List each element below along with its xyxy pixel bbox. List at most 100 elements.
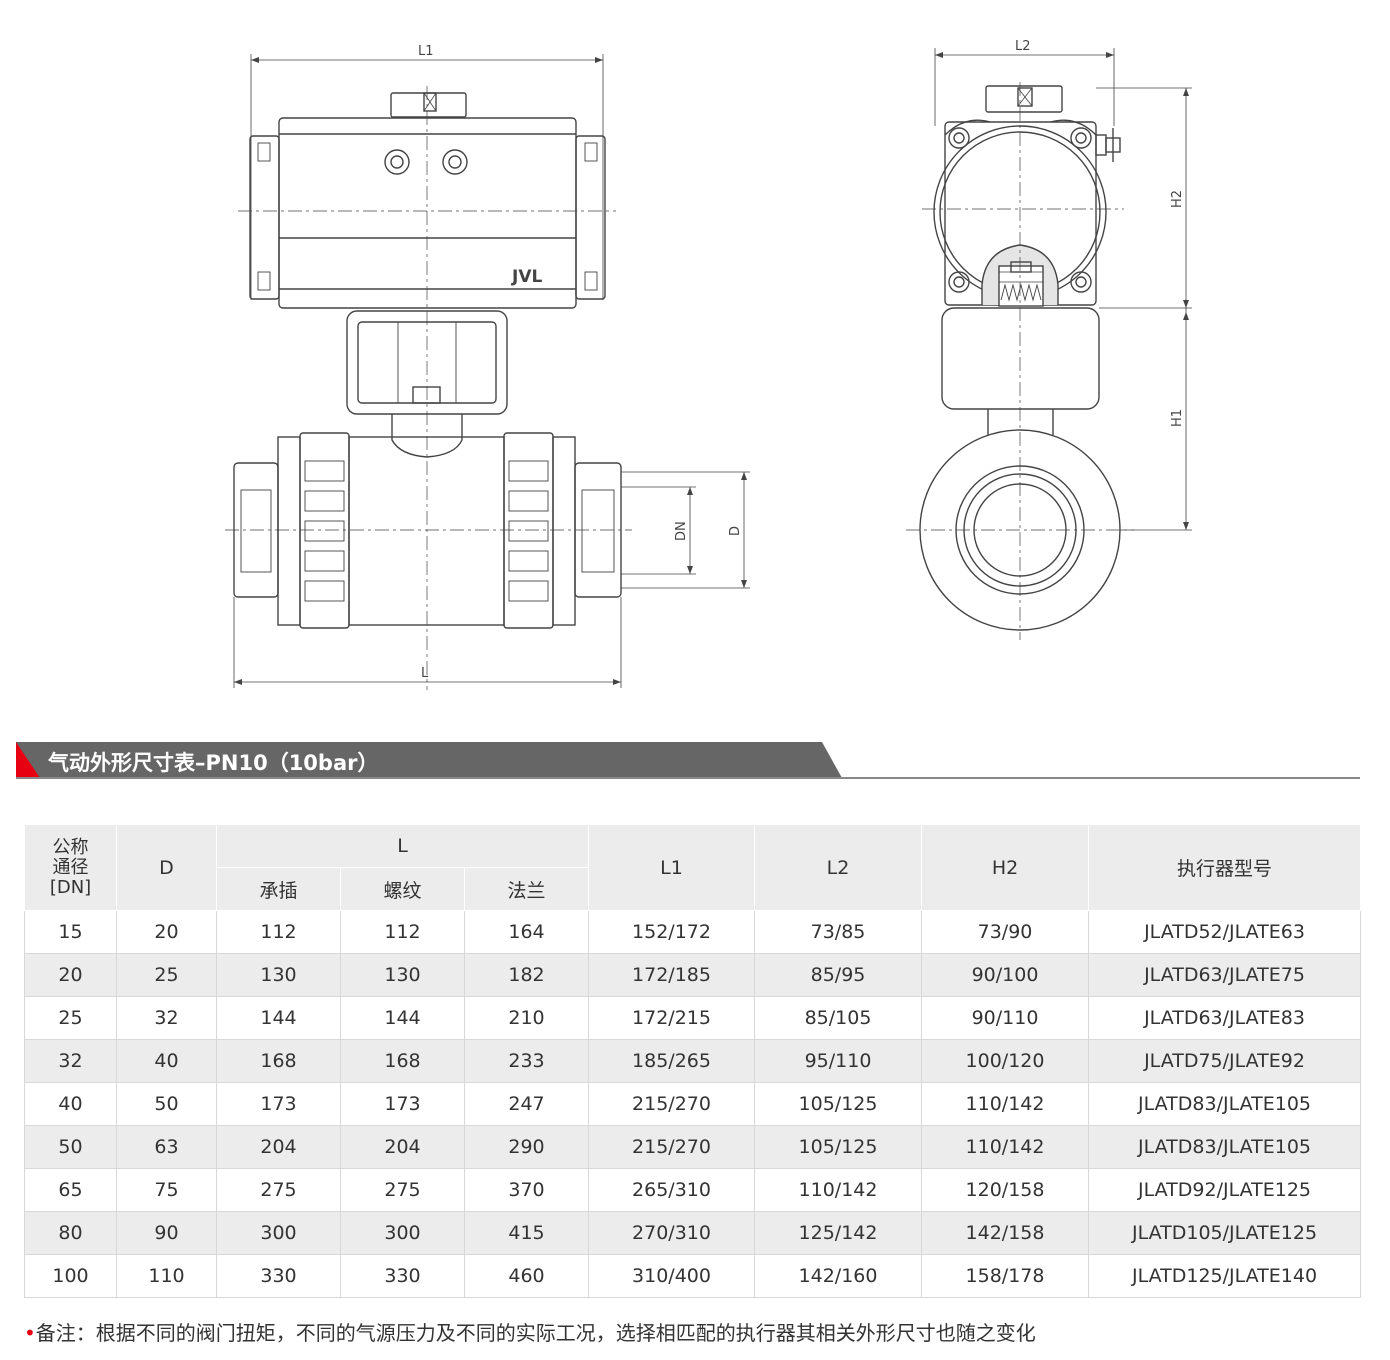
table-cell: JLATD83/JLATE105 xyxy=(1088,1125,1362,1169)
table-cell: 112 xyxy=(340,910,465,954)
table-cell: 182 xyxy=(463,953,590,997)
table-cell: 233 xyxy=(463,1039,590,1083)
table-cell: 75 xyxy=(116,1168,217,1212)
table-cell: 164 xyxy=(463,910,590,954)
dim-label-d: D xyxy=(728,526,743,536)
table-cell: 130 xyxy=(216,953,341,997)
table-cell: 73/85 xyxy=(754,910,923,954)
header-dn-text: 公称通径[DN] xyxy=(49,836,92,898)
table-cell: 330 xyxy=(340,1254,465,1298)
header-l1: L1 xyxy=(588,824,756,911)
dim-label-h2: H2 xyxy=(1170,190,1185,208)
table-cell: 32 xyxy=(116,996,217,1040)
dim-label-dn: DN xyxy=(674,521,689,541)
table-cell: 110/142 xyxy=(921,1082,1090,1126)
table-cell: 112 xyxy=(216,910,341,954)
table-cell: 110 xyxy=(116,1254,217,1298)
table-cell: 20 xyxy=(116,910,217,954)
table-cell: 173 xyxy=(340,1082,465,1126)
front-view xyxy=(225,54,750,690)
table-cell: 90/110 xyxy=(921,996,1090,1040)
table-cell: 330 xyxy=(216,1254,341,1298)
table-cell: JLATD105/JLATE125 xyxy=(1088,1211,1362,1255)
table-cell: 142/158 xyxy=(921,1211,1090,1255)
table-cell: 370 xyxy=(463,1168,590,1212)
table-cell: 80 xyxy=(24,1211,117,1255)
dim-label-l1: L1 xyxy=(418,44,434,59)
technical-drawing: L1 L DN D L2 H2 H1 JVL xyxy=(225,39,1192,690)
table-cell: 215/270 xyxy=(588,1082,756,1126)
table-cell: 310/400 xyxy=(588,1254,756,1298)
table-cell: 20 xyxy=(24,953,117,997)
table-cell: 275 xyxy=(340,1168,465,1212)
table-cell: 95/110 xyxy=(754,1039,923,1083)
table-cell: 130 xyxy=(340,953,465,997)
dim-label-l: L xyxy=(421,666,429,681)
table-cell: 25 xyxy=(116,953,217,997)
table-cell: 125/142 xyxy=(754,1211,923,1255)
table-cell: 105/125 xyxy=(754,1082,923,1126)
header-l-socket: 承插 xyxy=(216,867,341,911)
table-cell: 247 xyxy=(463,1082,590,1126)
table-cell: 460 xyxy=(463,1254,590,1298)
table-cell: 185/265 xyxy=(588,1039,756,1083)
table-cell: 158/178 xyxy=(921,1254,1090,1298)
table-cell: 85/95 xyxy=(754,953,923,997)
section-title: 气动外形尺寸表–PN10（10bar） xyxy=(48,751,379,775)
table-cell: 215/270 xyxy=(588,1125,756,1169)
table-cell: 300 xyxy=(216,1211,341,1255)
table-cell: 65 xyxy=(24,1168,117,1212)
header-h2: H2 xyxy=(921,824,1090,911)
header-l2: L2 xyxy=(754,824,923,911)
table-cell: 90/100 xyxy=(921,953,1090,997)
footnote: •备注：根据不同的阀门扭矩，不同的气源压力及不同的实际工况，选择相匹配的执行器其… xyxy=(24,1317,1036,1346)
table-cell: 40 xyxy=(24,1082,117,1126)
table-cell: 144 xyxy=(216,996,341,1040)
table-cell: 85/105 xyxy=(754,996,923,1040)
dim-label-l2: L2 xyxy=(1015,39,1031,54)
table-cell: 63 xyxy=(116,1125,217,1169)
banner-bar xyxy=(16,742,842,778)
table-cell: 100/120 xyxy=(921,1039,1090,1083)
table-cell: 300 xyxy=(340,1211,465,1255)
table-cell: JLATD52/JLATE63 xyxy=(1088,910,1362,954)
table-cell: 105/125 xyxy=(754,1125,923,1169)
table-cell: 50 xyxy=(24,1125,117,1169)
brand-logo: JVL xyxy=(511,267,542,287)
table-cell: 415 xyxy=(463,1211,590,1255)
table-cell: JLATD92/JLATE125 xyxy=(1088,1168,1362,1212)
table-cell: 168 xyxy=(340,1039,465,1083)
table-cell: 152/172 xyxy=(588,910,756,954)
table-cell: 168 xyxy=(216,1039,341,1083)
table-cell: 204 xyxy=(340,1125,465,1169)
table-cell: JLATD75/JLATE92 xyxy=(1088,1039,1362,1083)
table-cell: 25 xyxy=(24,996,117,1040)
dim-label-h1: H1 xyxy=(1170,409,1185,427)
table-cell: 50 xyxy=(116,1082,217,1126)
table-cell: JLATD125/JLATE140 xyxy=(1088,1254,1362,1298)
table-cell: JLATD83/JLATE105 xyxy=(1088,1082,1362,1126)
table-cell: 172/185 xyxy=(588,953,756,997)
footnote-bullet: • xyxy=(24,1321,36,1345)
header-actuator: 执行器型号 xyxy=(1088,824,1362,911)
header-d: D xyxy=(116,824,217,911)
table-cell: 15 xyxy=(24,910,117,954)
table-cell: 204 xyxy=(216,1125,341,1169)
table-cell: 120/158 xyxy=(921,1168,1090,1212)
side-view xyxy=(906,48,1192,640)
table-cell: 90 xyxy=(116,1211,217,1255)
header-l-thread: 螺纹 xyxy=(340,867,465,911)
table-cell: 100 xyxy=(24,1254,117,1298)
table-cell: 210 xyxy=(463,996,590,1040)
table-cell: 290 xyxy=(463,1125,590,1169)
